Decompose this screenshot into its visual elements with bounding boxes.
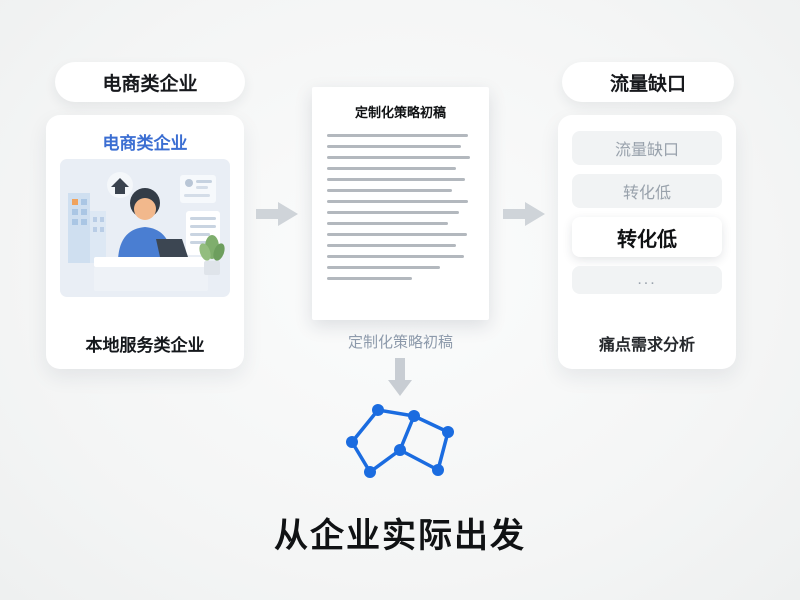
doc-text-line (327, 167, 457, 170)
left-card-title: 电商类企业 (102, 134, 188, 153)
person-at-desk-illustration (60, 159, 230, 297)
left-pill: 电商类企业 (55, 62, 245, 102)
doc-text-line (327, 134, 469, 137)
arrow-right-icon (254, 199, 300, 234)
doc-text-line (327, 233, 467, 236)
doc-caption: 定制化策略初稿 (347, 334, 453, 351)
doc-text-line (327, 200, 469, 203)
doc-text-line (327, 244, 457, 247)
doc-text-line (327, 277, 413, 280)
arrow-right-icon (501, 199, 547, 234)
doc-text-line (327, 211, 460, 214)
doc-title: 定制化策略初稿 (354, 105, 446, 120)
left-card: 电商类企业 (46, 115, 244, 369)
doc-text-line (327, 266, 441, 269)
network-graph-icon (344, 398, 456, 491)
right-card-caption: 痛点需求分析 (598, 337, 695, 354)
doc-text-line (327, 178, 466, 181)
doc-text-line (327, 156, 470, 159)
pain-point-list: 流量缺口 转化低 转化低 ... (558, 115, 736, 294)
right-card: 流量缺口 转化低 转化低 ... 痛点需求分析 (558, 115, 736, 369)
left-card-caption: 本地服务类企业 (85, 336, 205, 355)
right-pill-label: 流量缺口 (609, 73, 686, 95)
right-pill: 流量缺口 (562, 62, 734, 102)
list-item: 转化低 (572, 174, 722, 208)
doc-text-line (327, 255, 464, 258)
doc-text-line (327, 222, 448, 225)
doc-lines (312, 121, 489, 280)
arrow-down-icon (385, 356, 415, 403)
strategy-document: 定制化策略初稿 (312, 87, 489, 320)
left-pill-label: 电商类企业 (102, 73, 198, 95)
list-item: 转化低 (572, 217, 722, 257)
page-title: 从企业实际出发 (274, 517, 526, 555)
doc-text-line (327, 145, 461, 148)
list-item: ... (572, 266, 722, 294)
doc-text-line (327, 189, 452, 192)
person-at-desk-icon (60, 159, 230, 297)
list-item: 流量缺口 (572, 131, 722, 165)
